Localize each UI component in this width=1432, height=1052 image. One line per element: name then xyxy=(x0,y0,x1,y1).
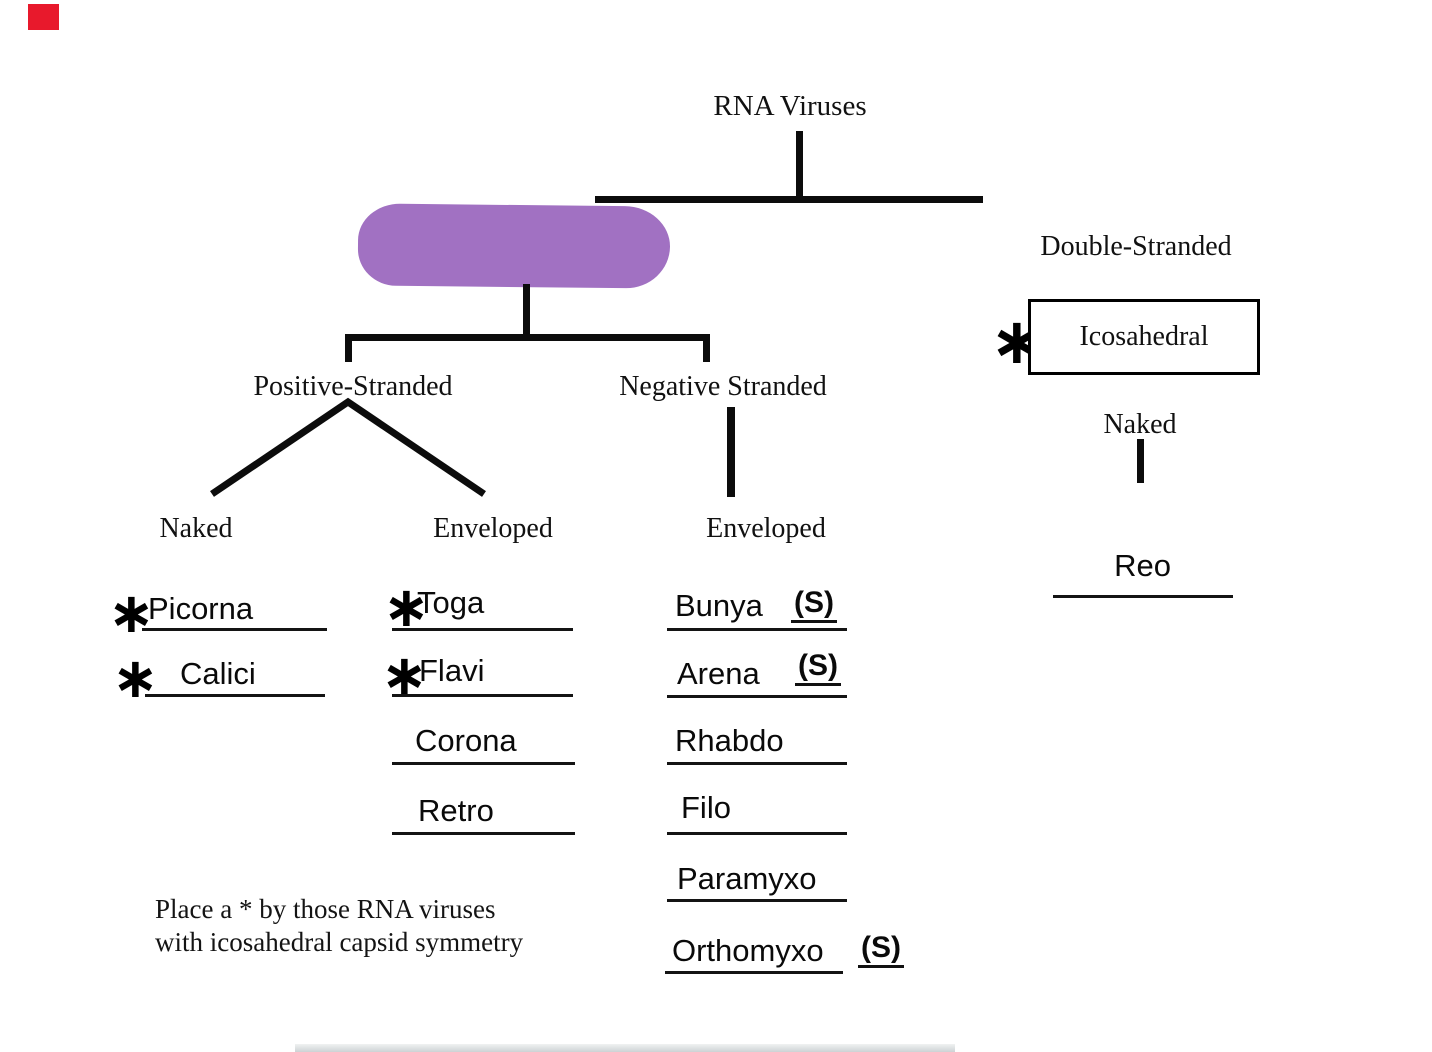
naked-label-positive: Naked xyxy=(159,513,233,544)
bracket-left-tick xyxy=(345,334,352,362)
answer-line-filo xyxy=(667,832,847,835)
positive-stranded-label: Positive-Stranded xyxy=(253,371,453,402)
answer-line-reo xyxy=(1053,595,1233,598)
answer-line-picorna xyxy=(142,628,327,631)
answer-line-arena xyxy=(667,695,847,698)
entry-flavi: Flavi xyxy=(419,653,485,688)
enveloped-label-negative: Enveloped xyxy=(706,513,826,544)
note-line-1: Place a * by those RNA viruses xyxy=(155,894,496,924)
answer-line-flavi xyxy=(392,694,573,697)
single-stranded-bracket xyxy=(345,334,710,341)
double-connector-line xyxy=(1137,439,1144,483)
page-title: RNA Viruses xyxy=(713,90,867,122)
answer-line-calici xyxy=(145,694,325,697)
entry-arena: Arena xyxy=(677,656,760,691)
positive-split-lines xyxy=(210,397,486,497)
answer-line-bunya xyxy=(667,628,847,631)
s-suffix-orthomyxo: (S) xyxy=(858,931,904,968)
s-suffix-arena: (S) xyxy=(795,649,841,686)
note-line-2: with icosahedral capsid symmetry xyxy=(155,927,524,957)
double-stranded-label: Double-Stranded xyxy=(1040,231,1232,262)
answer-line-rhabdo xyxy=(667,762,847,765)
highlight-connector-line xyxy=(523,284,530,338)
enveloped-label-positive: Enveloped xyxy=(433,513,553,544)
single-stranded-highlight xyxy=(357,203,671,289)
bracket-right-tick xyxy=(703,334,710,362)
answer-line-corona xyxy=(392,762,575,765)
entry-calici: Calici xyxy=(180,656,256,691)
entry-picorna: Picorna xyxy=(148,591,254,626)
entry-toga: Toga xyxy=(417,585,485,620)
icosahedral-label: Icosahedral xyxy=(1079,321,1209,353)
negative-connector-line xyxy=(727,407,735,497)
entry-corona: Corona xyxy=(415,723,517,758)
entry-rhabdo: Rhabdo xyxy=(675,723,784,758)
entry-retro: Retro xyxy=(418,793,494,828)
note-text: Place a * by those RNA viruses with icos… xyxy=(155,893,523,959)
answer-line-toga xyxy=(392,628,573,631)
red-marker xyxy=(28,4,59,30)
s-suffix-bunya: (S) xyxy=(791,586,837,623)
answer-line-retro xyxy=(392,832,575,835)
entry-paramyxo: Paramyxo xyxy=(677,861,817,896)
naked-label-double: Naked xyxy=(1103,409,1177,440)
icosahedral-box: Icosahedral xyxy=(1028,299,1260,375)
entry-reo: Reo xyxy=(1114,548,1171,583)
entry-filo: Filo xyxy=(681,790,731,825)
entry-asterisk-calici: ∗ xyxy=(112,646,159,711)
bottom-gray-bar xyxy=(295,1044,955,1052)
entry-orthomyxo: Orthomyxo xyxy=(672,933,824,968)
entry-bunya: Bunya xyxy=(675,588,763,623)
answer-line-orthomyxo xyxy=(665,971,843,974)
answer-line-paramyxo xyxy=(667,899,847,902)
root-connector-line xyxy=(796,131,803,197)
root-branch-line xyxy=(595,196,983,203)
negative-stranded-label: Negative Stranded xyxy=(619,371,827,402)
